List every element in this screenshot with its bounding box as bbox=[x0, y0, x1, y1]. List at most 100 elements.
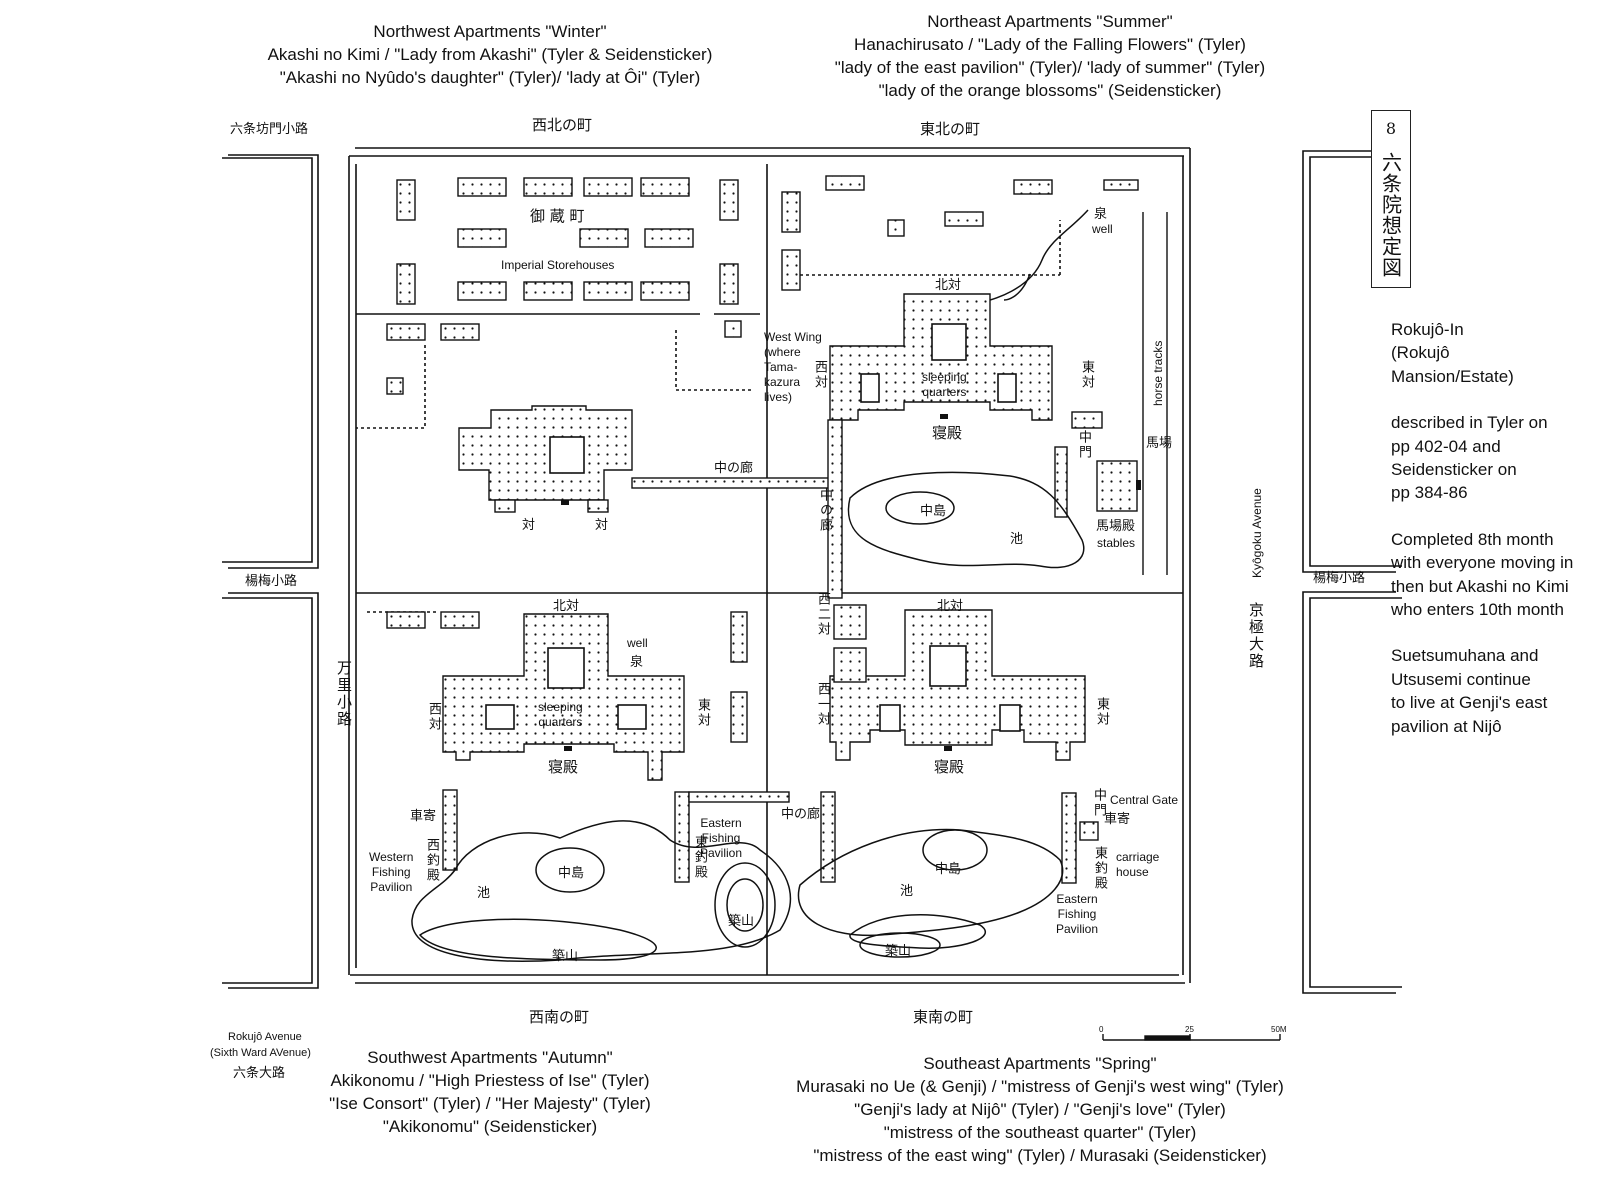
ne-well-jp-label: 泉 bbox=[1094, 207, 1108, 222]
street-label-east-vertical: 京極大路 bbox=[1247, 602, 1265, 670]
sw-higashi-tai-label: 東対 bbox=[695, 698, 710, 728]
sw-caption-line-1: Southwest Apartments "Autumn" bbox=[367, 1048, 613, 1067]
sw-pond-label: 池 bbox=[477, 886, 491, 901]
west-wing-label: West Wing (where Tama- kazura lives) bbox=[764, 330, 822, 405]
se-kurumayose-label: 車寄 bbox=[1104, 812, 1131, 827]
west-wing-line: Tama- bbox=[764, 360, 798, 374]
side-note-line: Completed 8th month bbox=[1391, 529, 1554, 549]
se-nishi-ichi-tai-label: 西一対 bbox=[815, 682, 830, 727]
side-note-3: Completed 8th month with everyone moving… bbox=[1391, 528, 1606, 622]
figure-title: 六条院想定図 bbox=[1378, 152, 1403, 278]
side-note-line: Seidensticker on bbox=[1391, 460, 1517, 480]
se-caption-line-1: Southeast Apartments "Spring" bbox=[923, 1054, 1157, 1073]
side-note-line: Rokujô-In bbox=[1391, 320, 1464, 339]
side-note-line: pp 402-04 and bbox=[1391, 436, 1501, 456]
ne-higashi-tai-label: 東対 bbox=[1079, 360, 1094, 390]
horse-tracks-label: horse tracks bbox=[1151, 340, 1165, 406]
sleeping-line: sleeping bbox=[538, 700, 583, 714]
baba-label: 馬場 bbox=[1146, 436, 1173, 451]
west-wing-line: lives) bbox=[764, 390, 793, 404]
ne-pond bbox=[847, 471, 1085, 569]
se-higashi-tai-label: 東対 bbox=[1094, 697, 1109, 727]
ne-sleeping-quarters-label: sleeping quarters bbox=[922, 370, 967, 400]
scale-mid: 25 bbox=[1185, 1025, 1194, 1034]
street-label-rokujo-2: (Sixth Ward AVenue) bbox=[210, 1047, 311, 1059]
sw-pond bbox=[411, 820, 792, 962]
se-caption-line-2: Murasaki no Ue (& Genji) / "mistress of … bbox=[796, 1077, 1284, 1096]
sw-well-jp-label: 泉 bbox=[630, 655, 644, 670]
side-note-line: with everyone moving in bbox=[1391, 553, 1574, 573]
sw-tsukiyama-label: 築山 bbox=[552, 949, 579, 964]
figure-title-box: 8 六条院想定図 bbox=[1371, 110, 1411, 288]
sw-eastern-fishing-label: Eastern Fishing Pavilion bbox=[700, 816, 742, 861]
side-note-line: described in Tyler on bbox=[1391, 413, 1548, 433]
side-note-line: Utsusemi continue bbox=[1391, 669, 1531, 689]
ne-hokutai-label: 北対 bbox=[935, 278, 962, 293]
stables-label: stables bbox=[1097, 536, 1136, 550]
street-label-rokujo-jp: 六条大路 bbox=[233, 1066, 286, 1081]
ne-nakajima-label: 中島 bbox=[920, 504, 947, 519]
street-label-east: 楊梅小路 bbox=[1313, 571, 1366, 586]
west-wall bbox=[348, 156, 357, 975]
sw-nishi-tsuri-label: 西釣殿 bbox=[424, 838, 439, 883]
side-note-line: Suetsumuhana and bbox=[1391, 646, 1539, 666]
street-label-nw: 六条坊門小路 bbox=[230, 122, 309, 137]
nw-caption-line-2: Akashi no Kimi / "Lady from Akashi" (Tyl… bbox=[267, 45, 713, 64]
sw-caption-line-4: "Akikonomu" (Seidensticker) bbox=[382, 1117, 598, 1136]
west-street-edge bbox=[228, 154, 319, 989]
side-note-line: who enters 10th month bbox=[1391, 600, 1564, 620]
ne-caption-line-1: Northeast Apartments "Summer" bbox=[927, 12, 1173, 31]
fishing-line: Fishing bbox=[701, 831, 741, 845]
side-note-line: pavilion at Nijô bbox=[1391, 716, 1502, 736]
side-note-4: Suetsumuhana and Utsusemi continue to li… bbox=[1391, 644, 1606, 738]
side-note-line: Mansion/Estate) bbox=[1391, 366, 1514, 386]
street-label-kyogoku: Kyôgoku Avenue bbox=[1250, 488, 1264, 578]
nw-caption: Northwest Apartments "Winter" Akashi no … bbox=[240, 20, 740, 89]
figure-number: 8 bbox=[1385, 119, 1397, 138]
storehouses-jp-label: 御 蔵 町 bbox=[530, 207, 585, 225]
side-note-line: (Rokujô bbox=[1391, 343, 1450, 363]
fishing-line: Western bbox=[369, 850, 414, 864]
se-caption: Southeast Apartments "Spring" Murasaki n… bbox=[760, 1052, 1320, 1167]
se-pond-label: 池 bbox=[900, 884, 914, 899]
quarter-label-ne: 東北の町 bbox=[920, 120, 981, 138]
ne-caption-line-4: "lady of the orange blossoms" (Seidensti… bbox=[878, 81, 1222, 100]
side-notes: Rokujô-In (Rokujô Mansion/Estate) descri… bbox=[1391, 318, 1606, 761]
sw-well-en-label: well bbox=[627, 636, 648, 650]
ne-pond-label: 池 bbox=[1010, 532, 1024, 547]
ne-caption: Northeast Apartments "Summer" Hanachirus… bbox=[800, 10, 1300, 102]
corridor-label-center: 中の廊 bbox=[817, 488, 832, 533]
carriage-line: carriage bbox=[1116, 850, 1160, 864]
se-eastern-fishing-label: Eastern Fishing Pavilion bbox=[1056, 892, 1098, 937]
se-higashi-tsuri-label: 東釣殿 bbox=[1092, 846, 1107, 891]
sw-caption-line-3: "Ise Consort" (Tyler) / "Her Majesty" (T… bbox=[329, 1094, 651, 1113]
scale-end: 50M bbox=[1271, 1025, 1287, 1034]
fishing-line: Pavilion bbox=[1056, 922, 1099, 936]
tai-label-2: 対 bbox=[595, 518, 609, 533]
side-note-line: then but Akashi no Kimi bbox=[1391, 576, 1569, 596]
se-shinden-label: 寝殿 bbox=[934, 758, 965, 776]
scale-bar bbox=[1102, 1034, 1281, 1041]
se-chumon-label: 中門 bbox=[1091, 788, 1106, 818]
fishing-line: Pavilion bbox=[370, 880, 413, 894]
ne-chumon-label: 中門 bbox=[1076, 430, 1091, 460]
se-hokutai-label: 北対 bbox=[937, 599, 964, 614]
west-wing-line: kazura bbox=[764, 375, 801, 389]
street-label-rokujo: Rokujô Avenue bbox=[228, 1031, 302, 1043]
ne-well-en-label: well bbox=[1092, 222, 1113, 236]
ne-caption-line-2: Hanachirusato / "Lady of the Falling Flo… bbox=[854, 35, 1246, 54]
fishing-line: Fishing bbox=[371, 865, 411, 879]
se-tsukiyama-label: 築山 bbox=[885, 944, 912, 959]
center-tsukiyama-label: 築山 bbox=[728, 914, 755, 929]
west-wing-line: (where bbox=[764, 345, 801, 359]
babaden-label: 馬場殿 bbox=[1096, 519, 1136, 534]
carriage-house-label: carriage house bbox=[1116, 850, 1159, 880]
fishing-line: Pavilion bbox=[700, 846, 743, 860]
nw-caption-line-3: "Akashi no Nyûdo's daughter" (Tyler)/ 'l… bbox=[279, 68, 701, 87]
east-wall bbox=[1182, 148, 1191, 983]
corridor-label-nw: 中の廊 bbox=[714, 461, 754, 476]
side-note-line: pp 384-86 bbox=[1391, 483, 1468, 503]
se-nishi-ni-tai-label: 西二対 bbox=[815, 592, 830, 637]
carriage-line: house bbox=[1116, 865, 1149, 879]
side-note-line: to live at Genji's east bbox=[1391, 693, 1548, 713]
